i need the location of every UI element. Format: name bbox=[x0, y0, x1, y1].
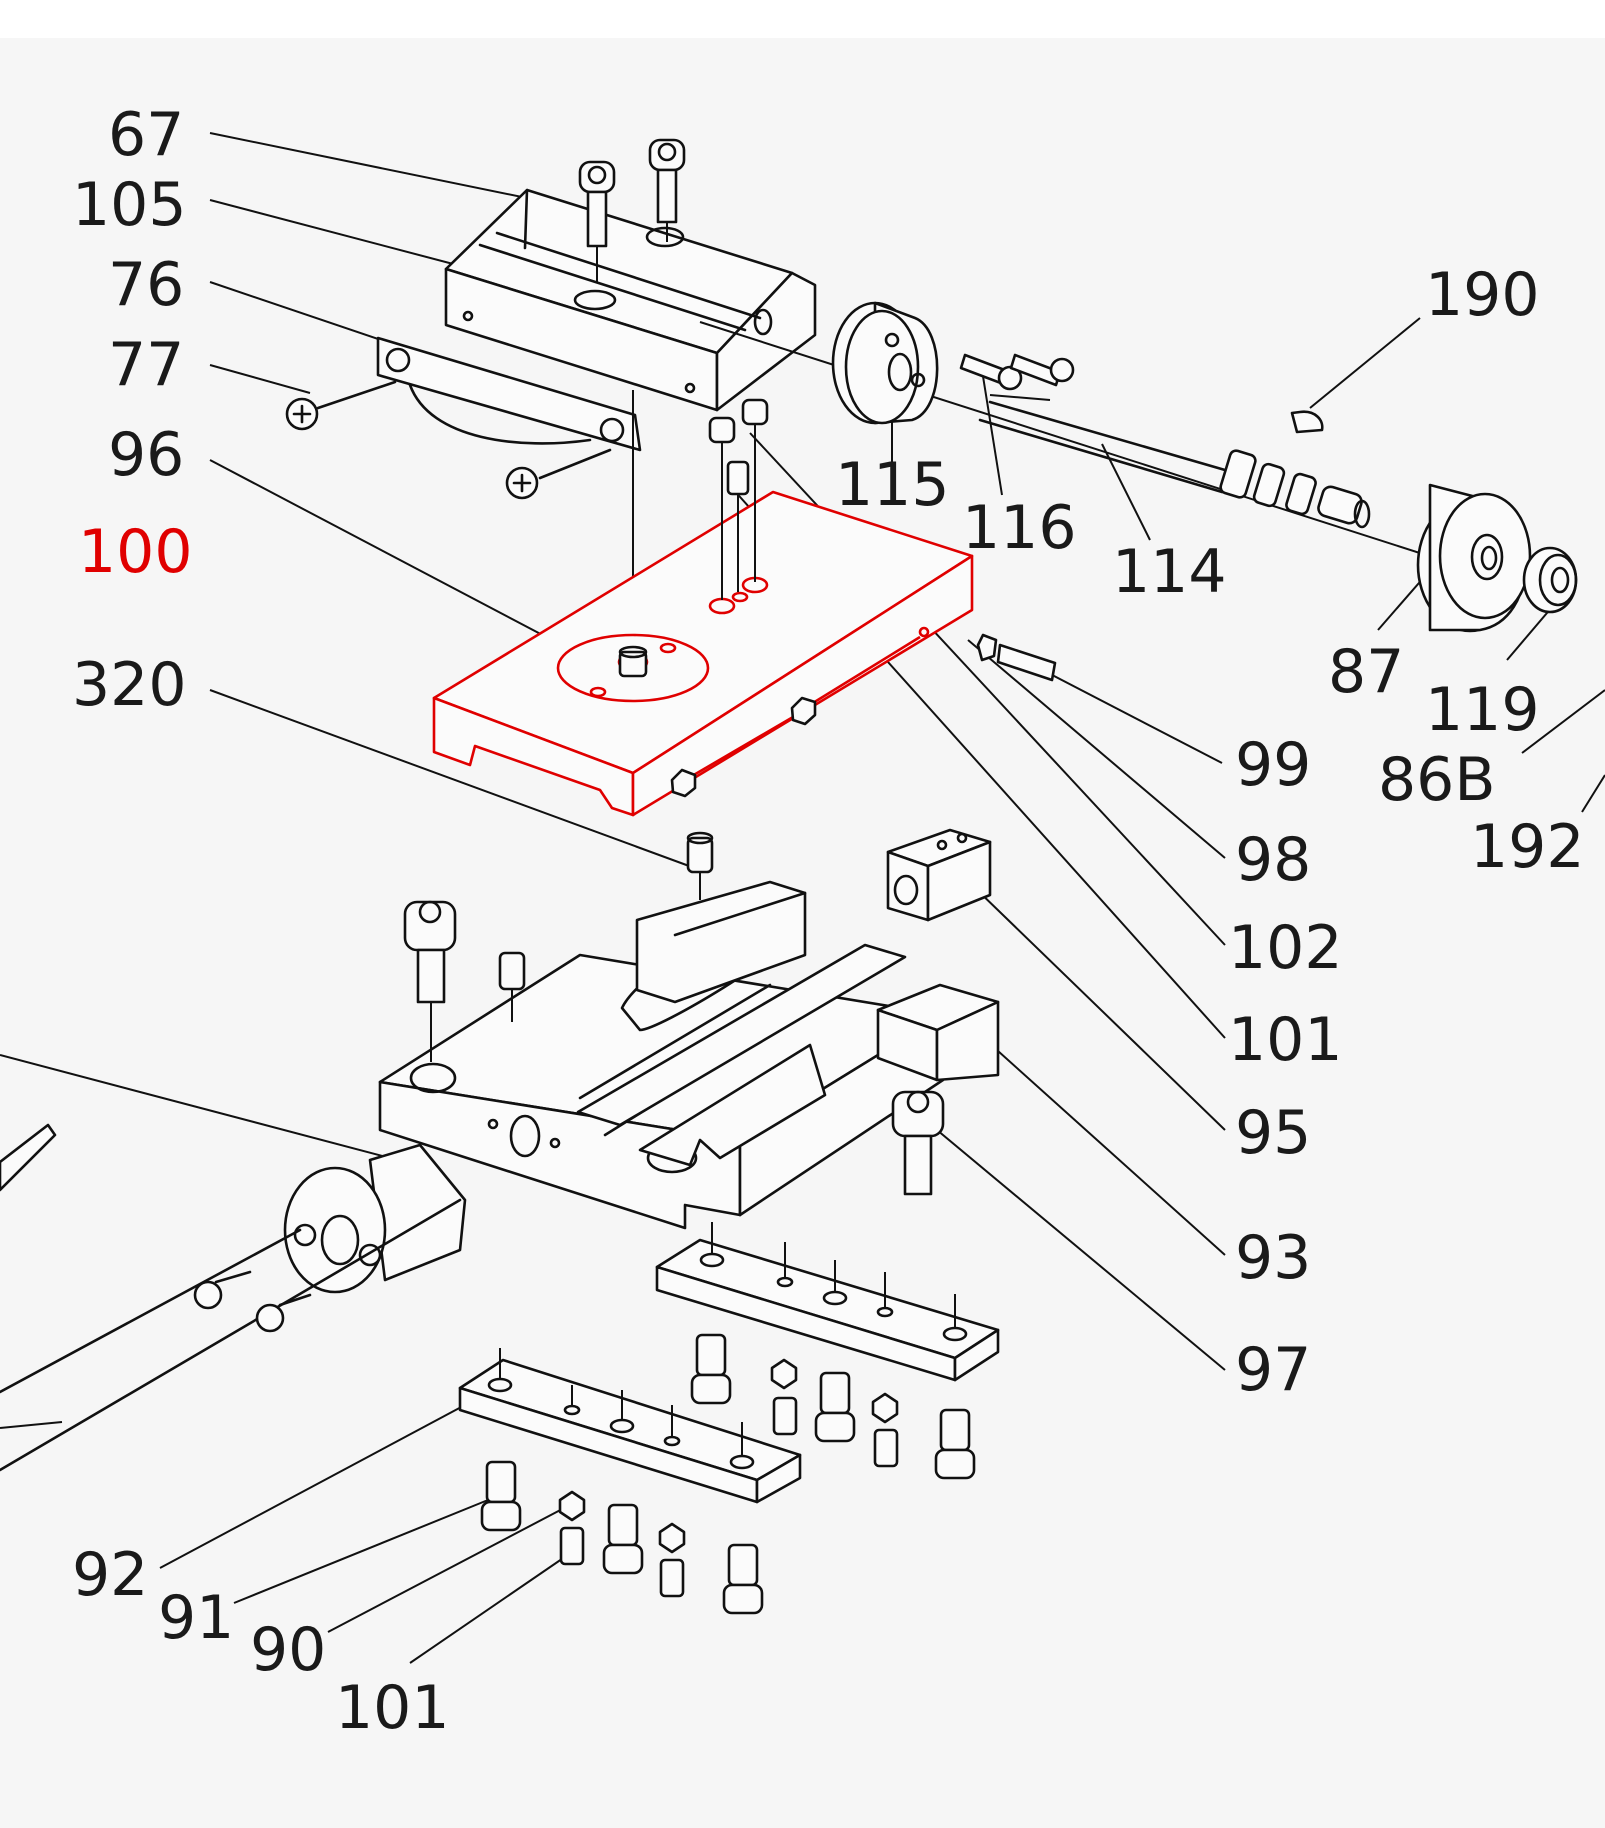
label-114: 114 bbox=[1112, 537, 1227, 607]
block-95 bbox=[886, 828, 992, 922]
bearing-119 bbox=[1522, 546, 1578, 614]
center-pin bbox=[618, 645, 648, 678]
label-101-lower: 101 bbox=[335, 1673, 450, 1743]
collar-115 bbox=[831, 301, 939, 425]
left-collar bbox=[283, 1143, 467, 1294]
label-190: 190 bbox=[1425, 260, 1540, 330]
label-97: 97 bbox=[1235, 1335, 1311, 1405]
gib-strip-upper bbox=[655, 1222, 1000, 1382]
small-pin-left bbox=[498, 951, 526, 1022]
phillips-screw-upper bbox=[285, 380, 397, 431]
label-77: 77 bbox=[108, 330, 184, 400]
left-shaft bbox=[0, 1123, 462, 1472]
label-92: 92 bbox=[72, 1540, 148, 1610]
part-100-highlighted bbox=[432, 490, 974, 817]
label-96: 96 bbox=[108, 420, 184, 490]
label-93: 93 bbox=[1235, 1223, 1311, 1293]
cap-screw-67 bbox=[648, 138, 686, 242]
label-105: 105 bbox=[72, 170, 187, 240]
hex-nuts-on-part-100 bbox=[670, 696, 817, 798]
label-192: 192 bbox=[1470, 812, 1585, 882]
gib-screws-upper bbox=[690, 1333, 976, 1480]
label-99: 99 bbox=[1235, 730, 1311, 800]
pin-320 bbox=[686, 831, 714, 900]
gib-strip-lower bbox=[458, 1348, 802, 1504]
label-86B: 86B bbox=[1378, 745, 1496, 815]
handwheel-87 bbox=[1416, 483, 1532, 633]
label-115: 115 bbox=[835, 450, 950, 520]
label-101-upper: 101 bbox=[1228, 1005, 1343, 1075]
label-76: 76 bbox=[108, 250, 184, 320]
cap-screw-left bbox=[403, 900, 457, 1062]
screw-99 bbox=[976, 633, 1057, 682]
set-screws-top bbox=[708, 398, 769, 600]
label-116: 116 bbox=[962, 493, 1077, 563]
label-320: 320 bbox=[72, 650, 187, 720]
raised-block bbox=[635, 880, 807, 1004]
label-90: 90 bbox=[250, 1615, 326, 1685]
cap-screw-105 bbox=[578, 160, 616, 282]
label-67: 67 bbox=[108, 100, 184, 170]
label-102: 102 bbox=[1228, 913, 1343, 983]
part-labels: 67 105 76 77 96 100 320 115 116 114 190 … bbox=[72, 100, 1585, 1743]
label-87: 87 bbox=[1328, 637, 1404, 707]
label-98: 98 bbox=[1235, 825, 1311, 895]
upper-housing-block bbox=[376, 188, 817, 452]
screws-116 bbox=[959, 353, 1075, 401]
clip-190 bbox=[1290, 410, 1324, 434]
cap-screw-97 bbox=[891, 1090, 945, 1196]
label-119: 119 bbox=[1425, 675, 1540, 745]
label-100: 100 bbox=[78, 517, 193, 587]
label-91: 91 bbox=[158, 1583, 234, 1653]
gib-screws-lower bbox=[480, 1460, 764, 1615]
dovetail-slide bbox=[576, 943, 907, 1167]
block-93 bbox=[876, 983, 1000, 1082]
label-95: 95 bbox=[1235, 1098, 1311, 1168]
phillips-screw-lower bbox=[505, 448, 612, 500]
leadscrew-114 bbox=[978, 400, 1371, 529]
